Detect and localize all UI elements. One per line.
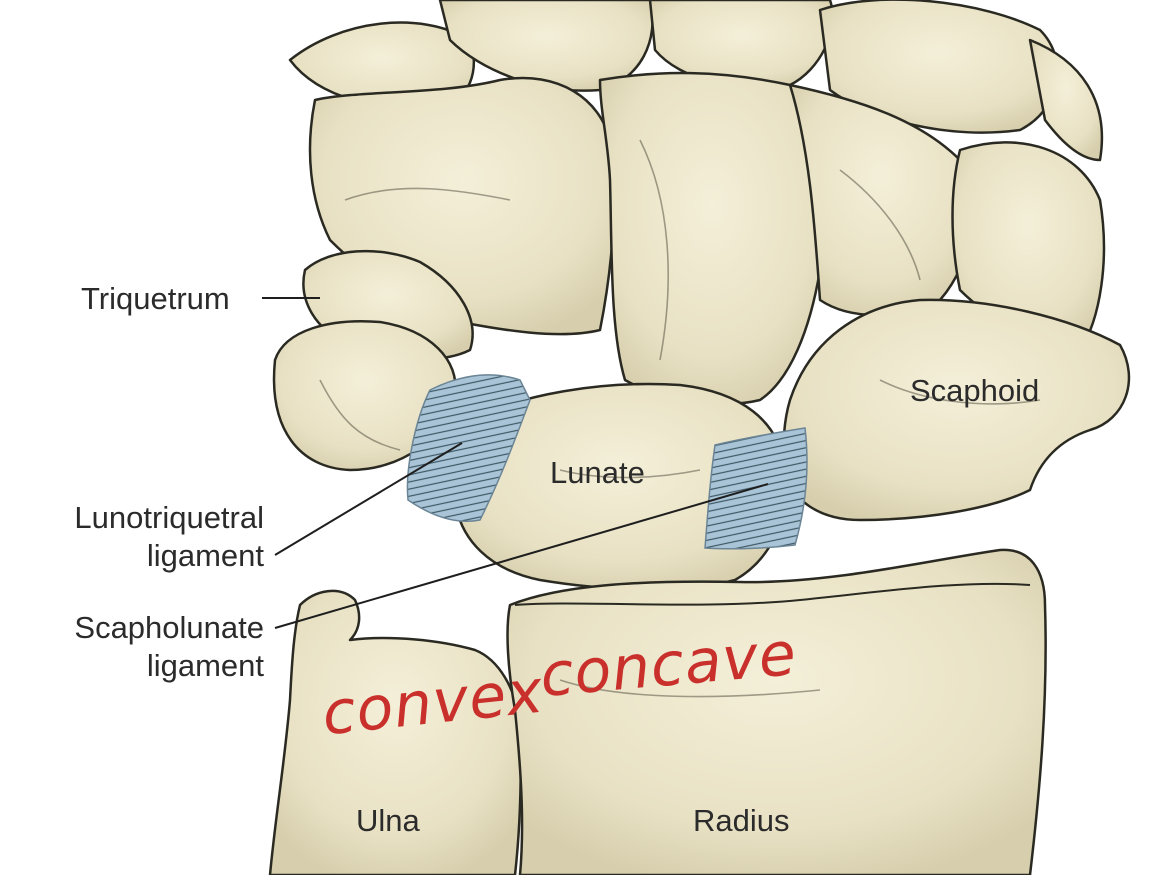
ulna-label: Ulna xyxy=(356,803,420,838)
lunotriquetral-label-line1: Lunotriquetral xyxy=(74,500,264,535)
lunotriquetral-label-line2: ligament xyxy=(146,538,264,573)
lunate-label: Lunate xyxy=(550,455,645,490)
scapholunate-label-line2: ligament xyxy=(146,648,264,683)
triquetrum-label: Triquetrum xyxy=(81,281,230,316)
scaphoid-label: Scaphoid xyxy=(910,373,1040,408)
lunotriquetral-leader-line xyxy=(274,442,463,556)
radius-bone xyxy=(506,548,1047,875)
scaphoid-bone xyxy=(782,298,1131,522)
scapholunate-label-line1: Scapholunate xyxy=(74,610,264,645)
radius-label: Radius xyxy=(693,803,790,838)
radius-articular-rim xyxy=(514,582,1031,606)
capitate-bone xyxy=(598,71,825,406)
scapholunate-leader-line xyxy=(274,483,769,629)
metacarpal-base-5 xyxy=(1028,38,1104,162)
lunotriquetral-ligament xyxy=(406,374,531,522)
